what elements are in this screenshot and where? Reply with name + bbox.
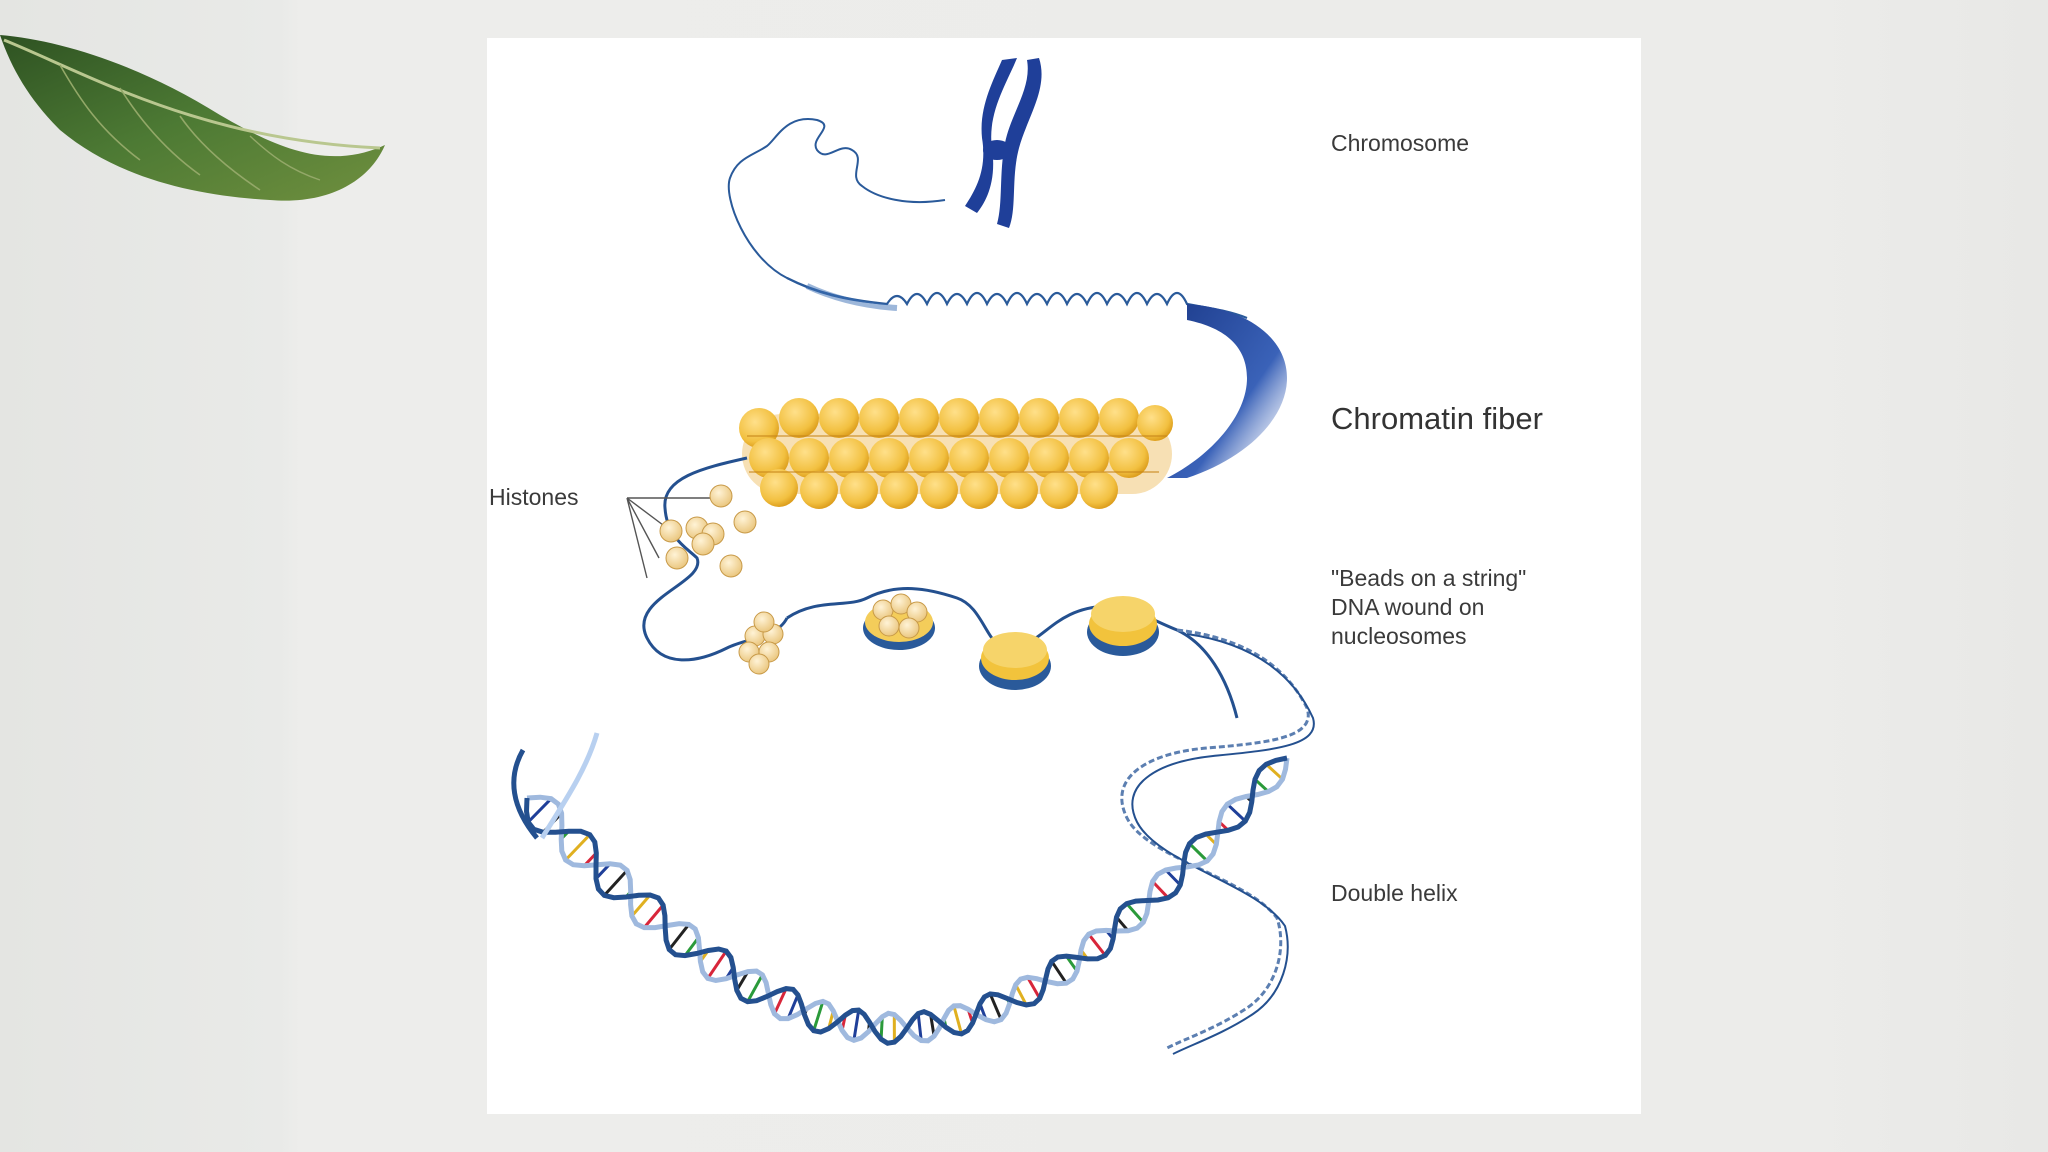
base-pair — [1266, 764, 1282, 779]
nucleosome — [1087, 596, 1159, 656]
nucleosome — [863, 594, 935, 650]
base-pair — [669, 924, 689, 949]
double-helix — [527, 758, 1288, 1043]
dna-packaging-diagram: Chromosome Chromatin fiber Histones "Bea… — [487, 38, 1641, 1114]
label-histones: Histones — [489, 484, 578, 511]
free-histones — [660, 485, 756, 577]
leaf-icon — [0, 20, 400, 220]
base-pair — [566, 835, 590, 860]
chromosome-shape — [965, 58, 1042, 228]
base-pair — [528, 799, 551, 822]
nucleosome — [979, 632, 1051, 690]
helix-strand — [527, 758, 1288, 1043]
base-pair — [954, 1006, 962, 1034]
label-chromosome: Chromosome — [1331, 130, 1469, 157]
base-pair — [1127, 904, 1144, 923]
base-pair — [604, 870, 627, 895]
base-pair — [854, 1010, 859, 1040]
base-pair — [1153, 882, 1169, 898]
base-pair — [708, 951, 726, 978]
label-beads-on-a-string: "Beads on a string" DNA wound on nucleos… — [1331, 564, 1526, 651]
base-pair — [1166, 870, 1181, 885]
base-pair — [1190, 844, 1208, 861]
base-pair — [1227, 804, 1245, 821]
histone-octamer — [739, 612, 783, 674]
base-pair — [1052, 961, 1067, 983]
label-double-helix: Double helix — [1331, 880, 1458, 907]
base-pair — [1089, 934, 1106, 955]
chromatin-fiber — [739, 398, 1173, 509]
label-chromatin-fiber: Chromatin fiber — [1331, 401, 1543, 437]
helix-strand — [527, 758, 1287, 1041]
